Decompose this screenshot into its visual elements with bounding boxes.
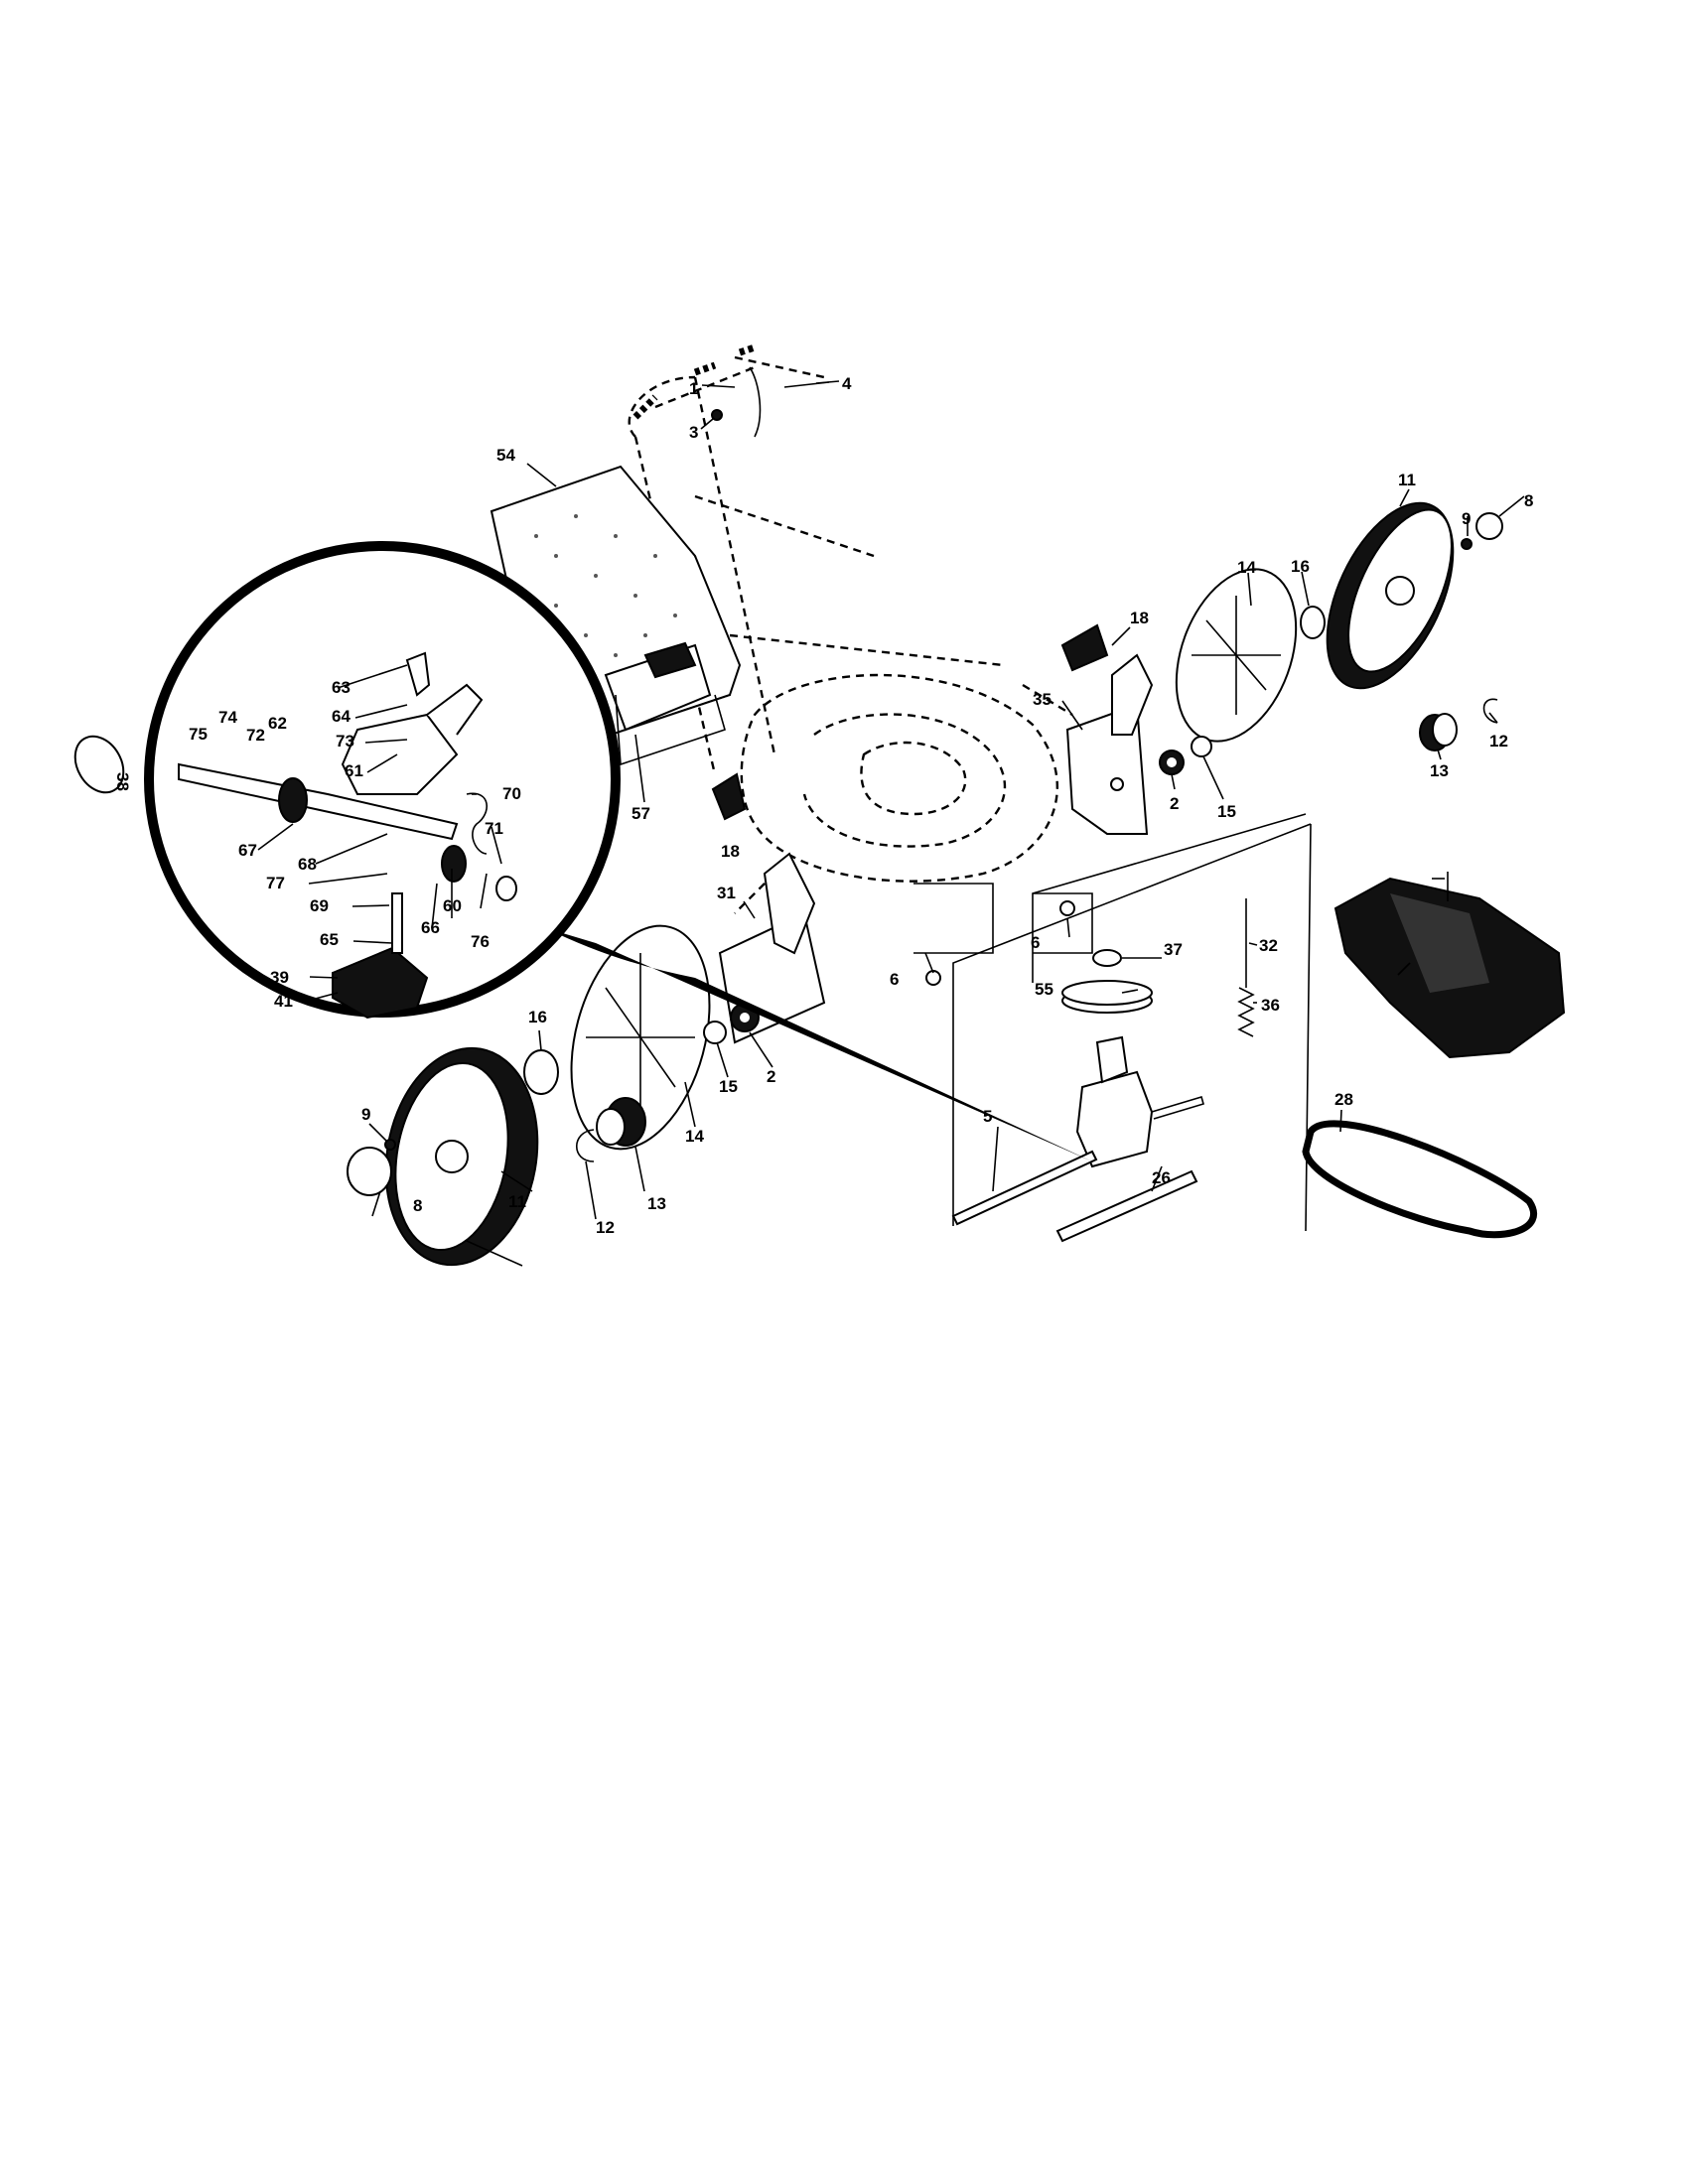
callout-57: 57: [632, 804, 650, 823]
callout-62: 62: [268, 714, 287, 733]
left-hubcap: [347, 1147, 392, 1196]
right-height-adjuster: [1065, 653, 1154, 835]
callout-74-top: 74: [218, 708, 237, 727]
callout-9-right: 9: [1462, 509, 1471, 528]
callout-18-right: 18: [1130, 609, 1149, 627]
callout-2-left: 2: [767, 1067, 775, 1086]
assembly-lines: [952, 813, 1312, 1232]
callout-36: 5: [983, 1107, 992, 1126]
callout-8-right: 8: [1524, 491, 1533, 510]
callout-14-right: 14: [1237, 558, 1256, 577]
bag-frame: [615, 694, 726, 766]
handle-nut: [711, 409, 723, 421]
callout-68: 68: [298, 855, 317, 874]
callout-15-left: 15: [719, 1077, 738, 1096]
callout-72-top: 72: [246, 726, 265, 745]
right-nut: [1461, 538, 1473, 550]
callout-8-left: 8: [413, 1196, 422, 1215]
axle: [1055, 1169, 1198, 1243]
right-pad: [1060, 623, 1109, 672]
drive-shaft: [951, 1150, 1098, 1226]
leader-lines: [257, 380, 1525, 1267]
pulley-nut: [1092, 949, 1122, 967]
callout-55: 26: [1152, 1168, 1171, 1187]
callout-76: 41: [274, 992, 293, 1011]
left-gear: [596, 1097, 646, 1147]
callout-6: 32: [1259, 936, 1278, 955]
bolt-38a: [925, 970, 941, 986]
callout-16-left: 16: [528, 1008, 547, 1026]
callout-31: 37: [1164, 940, 1183, 959]
callout-66: 66: [421, 918, 440, 937]
callout-77: 77: [266, 874, 285, 892]
callout-54: 54: [496, 446, 515, 465]
seal-39: [73, 735, 125, 794]
callout-32: 55: [1035, 980, 1053, 999]
callout-15-right: 15: [1217, 802, 1236, 821]
callout-74-bottom: 76: [471, 932, 490, 951]
callout-12-left: 12: [596, 1218, 615, 1237]
callout-64: 64: [332, 707, 351, 726]
callout-71: 71: [485, 819, 503, 838]
callout-16-right: 16: [1291, 557, 1310, 576]
callout-14-left: 14: [685, 1127, 704, 1146]
callout-2-right: 2: [1170, 794, 1179, 813]
callout-5: 28: [1334, 1090, 1353, 1109]
left-wheel-cover: [570, 924, 711, 1151]
left-nut: [384, 1139, 396, 1151]
callout-65: 65: [320, 930, 339, 949]
callout-9-left: 9: [361, 1105, 370, 1124]
transmission: [1075, 1035, 1204, 1168]
dashed-brackets: [913, 883, 1093, 954]
left-clip: [576, 1129, 595, 1162]
callout-12-right: 12: [1489, 732, 1508, 751]
right-wheel: [1326, 501, 1455, 690]
callout-38-right: 6: [1031, 933, 1040, 952]
callout-67: 67: [238, 841, 257, 860]
right-washer: [1300, 606, 1326, 639]
spring: [1237, 987, 1255, 1037]
callout-63: 63: [332, 678, 351, 697]
callout-18-left: 18: [721, 842, 740, 861]
bolt-38b: [1059, 900, 1075, 916]
pulley: [1061, 980, 1153, 1014]
left-washer-15: [703, 1021, 727, 1044]
right-wheel-cover: [1175, 568, 1298, 743]
callout-11-left: 11: [508, 1192, 526, 1211]
right-washer-15: [1191, 736, 1212, 757]
callout-61: 61: [345, 761, 363, 780]
mower-deck: [734, 673, 1073, 914]
callout-60: 39: [270, 968, 289, 987]
callout-35: 35: [1033, 690, 1052, 709]
callout-labels: 1 3 4 54 11 9 8 14 16 18 35 2 15 12 13 5…: [113, 374, 1533, 1237]
left-wheel: [384, 1046, 539, 1267]
deflector-shield: [1333, 877, 1566, 1059]
callout-69: 69: [310, 896, 329, 915]
callout-11-right: 11: [1398, 471, 1416, 489]
left-bearing-inner: [740, 1013, 750, 1023]
left-washer: [523, 1049, 559, 1095]
callout-3: 3: [689, 423, 698, 442]
right-bearing-inner: [1167, 757, 1177, 767]
belt: [1302, 1120, 1537, 1239]
right-hubcap: [1475, 512, 1503, 540]
callout-39: 38: [113, 772, 132, 791]
callout-73: 73: [336, 732, 354, 751]
callout-75: 75: [189, 725, 208, 744]
callout-38-left: 6: [890, 970, 899, 989]
callout-70: 70: [502, 784, 521, 803]
callout-41: 31: [717, 884, 736, 902]
callout-4: 4: [842, 374, 852, 393]
left-pad: [711, 772, 747, 821]
callout-72-bottom: 60: [443, 896, 462, 915]
callout-13-right: 13: [1430, 761, 1449, 780]
callout-1: 1: [689, 379, 698, 398]
callout-37: 36: [1261, 996, 1280, 1015]
right-gear: [1419, 713, 1458, 751]
inset-detail: [144, 541, 1092, 1161]
callout-13-left: 13: [647, 1194, 666, 1213]
right-clip: [1482, 698, 1498, 724]
